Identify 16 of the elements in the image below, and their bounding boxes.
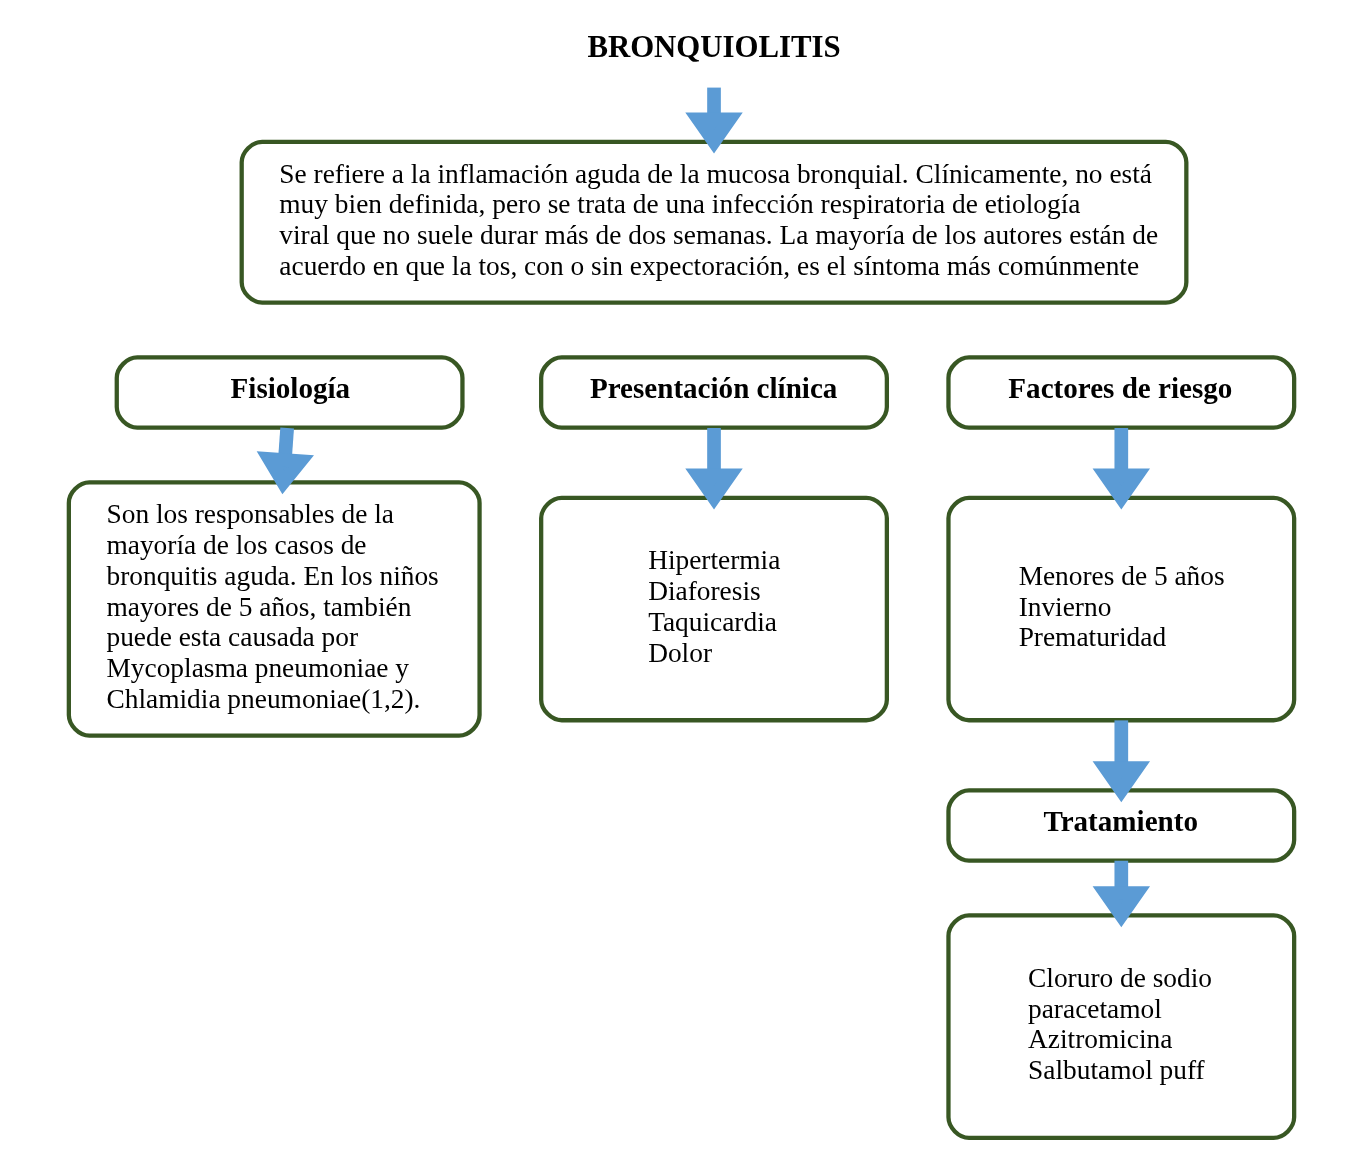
node-text: BRONQUIOLITIS [587,29,841,64]
node-box: Presentación clínica [539,355,889,430]
arrow [1092,720,1151,803]
arrow [685,428,743,510]
arrow [685,87,743,154]
node-box: Hipertermia Diaforesis Taquicardia Dolor [539,495,889,723]
arrow [256,427,314,495]
node-box: Factores de riesgo [946,355,1297,430]
node-box: Tratamiento [946,788,1297,863]
node-box: Cloruro de sodio paracetamol Azitromicina Salbutamol puff [946,913,1297,1140]
node-box: Fisiología [114,355,465,430]
arrow [1092,860,1151,928]
node-box: Menores de 5 años Invierno Prematuridad [946,495,1297,723]
arrow [1092,428,1151,510]
node-box: Se refiere a la inflamación aguda de la mucosa bronquial. Clínicamente, no está muy bien definida, pero se trata de una infección respiratoria de etiología viral que no suele durar más de dos semanas. La mayoría de los autores están de acuerdo en que la tos, con o sin expectoración, es el síntoma más comúnmente [239,139,1189,305]
node-box: Son los responsables de la mayoría de los casos de bronquitis aguda. En los niños mayores de 5 años, también puede esta causada por Mycoplasma pneumoniae y Chlamidia pneumoniae(1,2). [66,480,482,738]
